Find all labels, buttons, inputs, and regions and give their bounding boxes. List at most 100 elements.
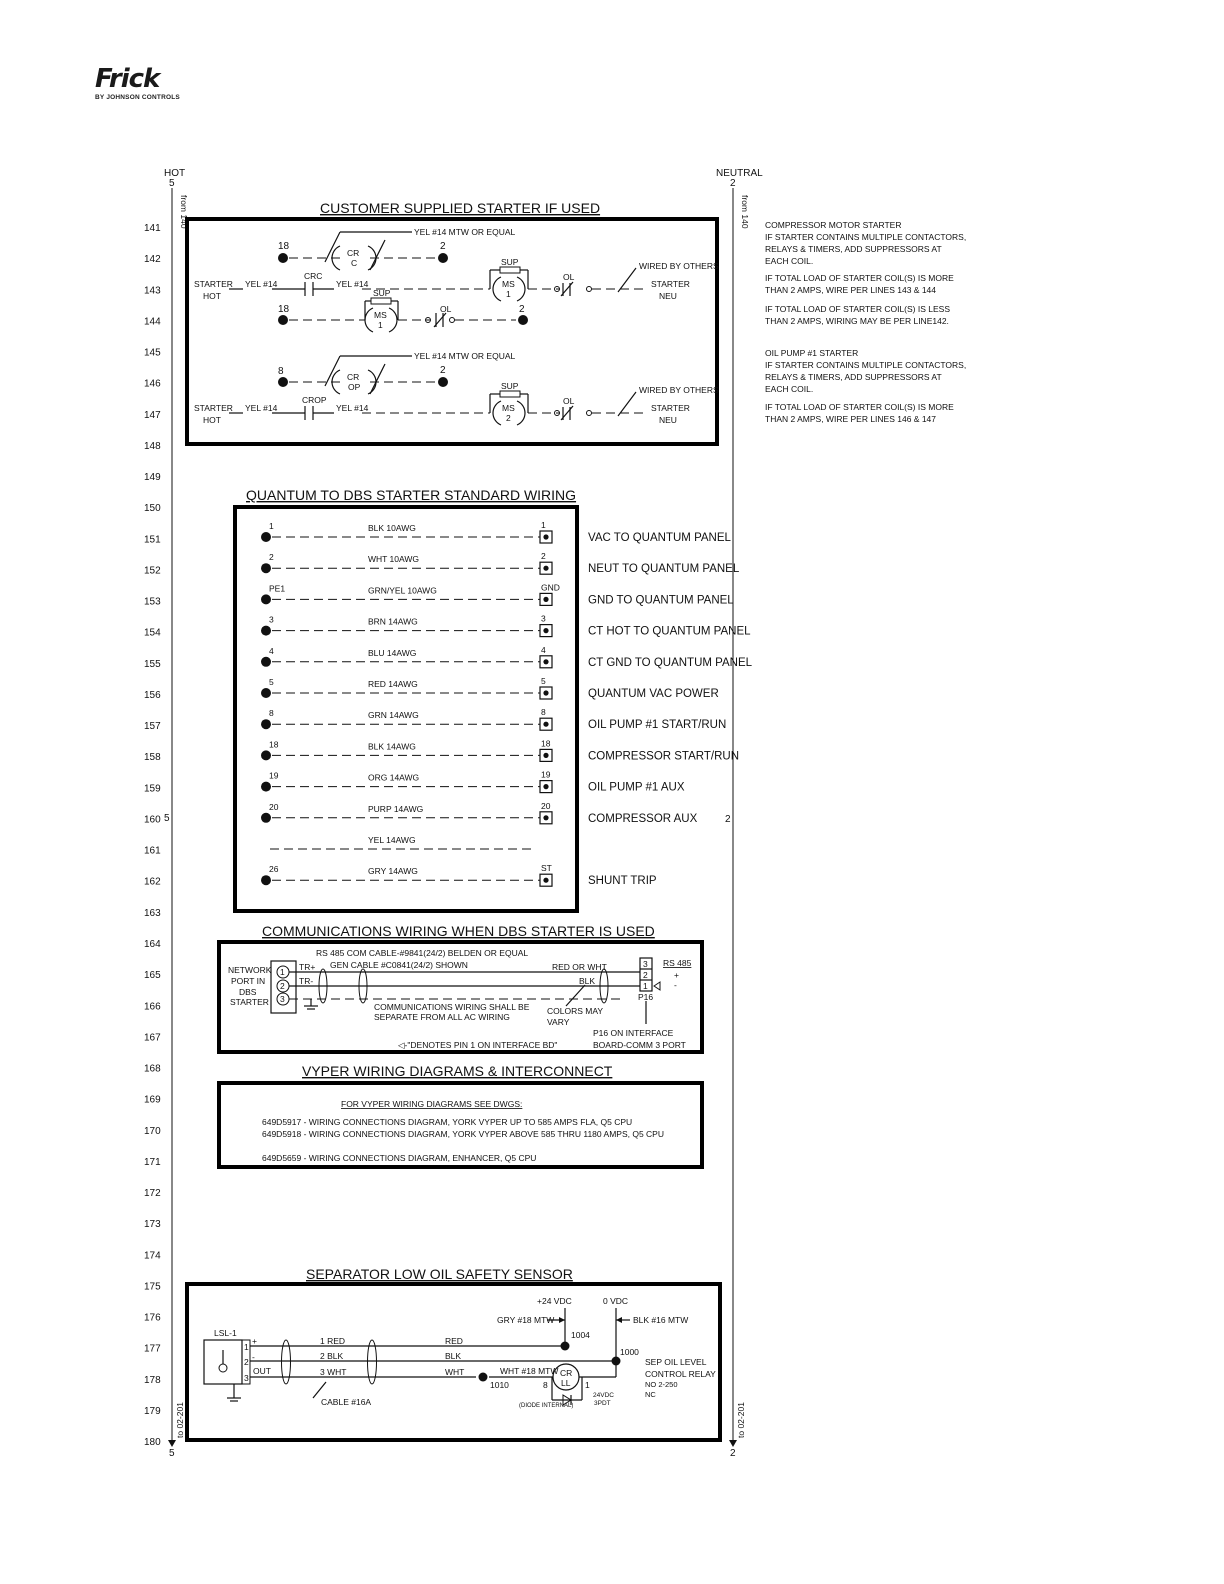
- v0-label: 0 VDC: [603, 1296, 628, 1306]
- shield-loop: [599, 968, 609, 1004]
- bottom-right: 2: [730, 1448, 736, 1459]
- quantum-section: QUANTUM TO DBS STARTER STANDARD WIRING 1…: [233, 487, 753, 913]
- contact-terminal: [586, 286, 592, 292]
- yel-label: YEL #14: [245, 279, 278, 289]
- left-terminal: [261, 625, 271, 636]
- wire-description: GND TO QUANTUM PANEL: [588, 594, 734, 606]
- line-number: 173: [144, 1219, 161, 1230]
- wire-description: OIL PUMP #1 AUX: [588, 782, 685, 794]
- suppressor: [370, 297, 392, 305]
- starter-hot-b: HOT: [203, 415, 221, 425]
- left-terminal: [261, 875, 271, 886]
- note-3: IF TOTAL LOAD OF STARTER COIL(S) IS LESS…: [765, 304, 950, 326]
- relay-spec: 24VDC: [593, 1392, 614, 1399]
- node-2: [518, 315, 528, 325]
- wire-spec: RED 14AWG: [368, 679, 418, 689]
- pin1-note: ◁-"DENOTES PIN 1 ON INTERFACE BD": [398, 1040, 557, 1050]
- starter-box: [185, 217, 719, 446]
- node-1010: 1010: [490, 1380, 509, 1390]
- right-terminal-dot: [543, 784, 549, 790]
- left-terminal: [261, 656, 271, 667]
- right-terminal: [539, 623, 553, 638]
- wire-spec: GRN/YEL 10AWG: [368, 585, 437, 595]
- contact-terminal: [554, 286, 560, 292]
- wire-color: RED: [445, 1336, 463, 1346]
- right-terminal: [539, 686, 553, 700]
- line-number: 170: [144, 1126, 161, 1137]
- line-number: 176: [144, 1313, 161, 1324]
- coil-label: LL: [561, 1378, 571, 1388]
- line-number: 152: [144, 565, 161, 576]
- rs485-label: RS 485: [663, 958, 692, 968]
- line-number: 177: [144, 1344, 161, 1355]
- wire-spec: PURP 14AWG: [368, 804, 423, 814]
- note-line: IF TOTAL LOAD OF STARTER COIL(S) IS MORE: [765, 273, 954, 283]
- starter-hot: STARTER: [194, 279, 233, 289]
- wire-spec: WHT 10AWG: [368, 554, 419, 564]
- line-number: 160: [144, 815, 161, 826]
- sup-label: SUP: [501, 381, 519, 391]
- ms-label: MS: [374, 310, 387, 320]
- relay-spec: 3PDT: [594, 1400, 611, 1407]
- wire-label: 1 RED: [320, 1336, 345, 1346]
- terminal-label: 1: [643, 981, 648, 991]
- note-line: IF TOTAL LOAD OF STARTER COIL(S) IS LESS: [765, 304, 950, 314]
- notes: COMPRESSOR MOTOR STARTER IF STARTER CONT…: [765, 220, 966, 424]
- node-1004: 1004: [571, 1330, 590, 1340]
- wire-spec: ORG 14AWG: [368, 773, 419, 783]
- node-18: [278, 253, 288, 263]
- minus-label: -: [252, 1352, 255, 1362]
- coil-pin: 1: [585, 1380, 590, 1390]
- right-terminal-dot: [543, 565, 549, 571]
- tr-plus: TR+: [299, 962, 315, 972]
- wire-spec: GRY 14AWG: [368, 866, 418, 876]
- cr-label: CR: [347, 372, 359, 382]
- node-1004-dot: [560, 1341, 570, 1351]
- wire-description: CT GND TO QUANTUM PANEL: [588, 657, 753, 669]
- cr-op-label: OP: [348, 382, 361, 392]
- vyper-section: VYPER WIRING DIAGRAMS & INTERCONNECT FOR…: [217, 1063, 704, 1169]
- bottom-left: 5: [169, 1448, 175, 1459]
- yel-label: YEL #14: [245, 403, 278, 413]
- minus-label: -: [674, 980, 677, 990]
- note-line: THAN 2 AMPS, WIRE PER LINES 146 & 147: [765, 414, 936, 424]
- right-terminal: [539, 779, 553, 794]
- ms-label: MS: [502, 403, 515, 413]
- from-left: from 140: [179, 195, 189, 229]
- network-label: DBS: [239, 987, 257, 997]
- ol-label: OL: [440, 304, 452, 314]
- blk-label: BLK #16 MTW: [633, 1315, 688, 1325]
- wire-label: 2 BLK: [320, 1351, 343, 1361]
- left-terminal-label: 26: [269, 864, 279, 874]
- right-terminal-dot: [543, 815, 549, 821]
- line-number: 179: [144, 1406, 161, 1417]
- right-terminal-label: 8: [541, 707, 546, 717]
- note-line: EACH COIL.: [765, 384, 813, 394]
- wire-spec: GRN 14AWG: [368, 710, 419, 720]
- wire-color: RED OR WHT: [552, 962, 607, 972]
- line-number: 159: [144, 783, 161, 794]
- note-line: RELAYS & TIMERS, ADD SUPPRESSORS AT: [765, 244, 942, 254]
- left-terminal-label: 1: [269, 521, 274, 531]
- yel-note: YEL #14 MTW OR EQUAL: [414, 351, 516, 361]
- wire-spec: BLK 10AWG: [368, 523, 416, 533]
- sep-note: COMMUNICATIONS WIRING SHALL BE: [374, 1002, 530, 1012]
- line-number: 144: [144, 316, 161, 327]
- coil-arc: [364, 307, 374, 333]
- relay-label: CONTROL RELAY: [645, 1369, 716, 1379]
- coil-arc: [492, 400, 502, 426]
- wire-spec: BLK 14AWG: [368, 741, 416, 751]
- left-terminal: [261, 594, 271, 605]
- wire-description: QUANTUM VAC POWER: [588, 688, 719, 700]
- contact-slash: [433, 312, 447, 328]
- right-terminal-dot: [543, 721, 549, 727]
- quantum-row: YEL 14AWG: [270, 835, 534, 850]
- coil-label: CR: [560, 1368, 572, 1378]
- left-terminal: [261, 688, 271, 698]
- right-terminal: [539, 748, 553, 763]
- line-number: 171: [144, 1157, 161, 1168]
